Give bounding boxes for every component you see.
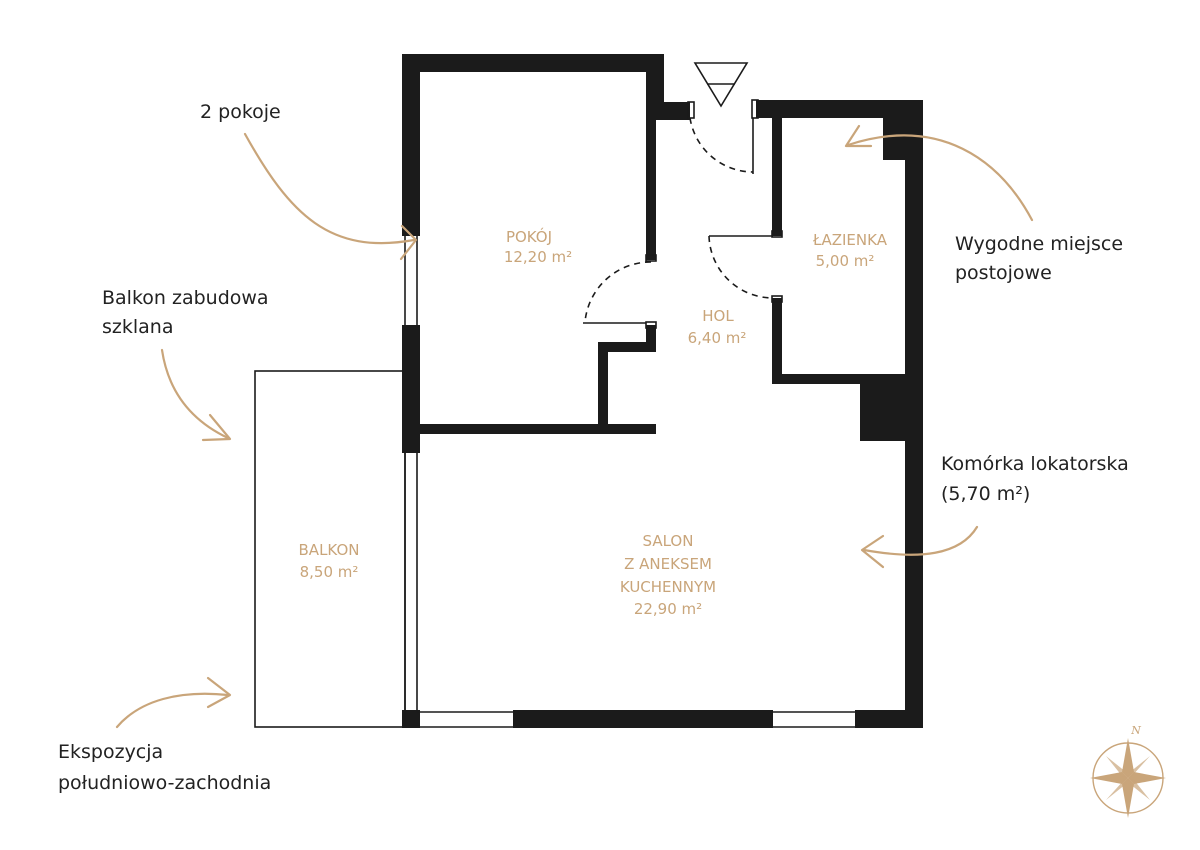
arrow-balcony <box>160 348 230 440</box>
room-lazienka-area: 5,00 m² <box>816 252 875 270</box>
arrow-rooms <box>243 132 416 245</box>
callout-exposure-line-2: południowo-zachodnia <box>58 772 271 794</box>
callout-exposure-line-1: Ekspozycja <box>58 741 163 763</box>
room-hol: HOL 6,40 m² <box>688 307 747 347</box>
callout-rooms-count: 2 pokoje <box>200 101 281 123</box>
callout-parking-line-1: Wygodne miejsce <box>955 233 1123 255</box>
door-jambs <box>645 99 783 329</box>
arrow-exposure <box>115 692 230 729</box>
arrow-storage <box>862 525 979 556</box>
callout-parking-line-2: postojowe <box>955 262 1052 284</box>
room-salon-area: 22,90 m² <box>634 600 702 618</box>
room-hol-area: 6,40 m² <box>688 329 747 347</box>
window-lines <box>402 236 855 728</box>
door-swings <box>583 117 774 324</box>
room-salon-line-1: SALON <box>643 532 694 550</box>
callout-storage-line-1: Komórka lokatorska <box>941 453 1129 475</box>
room-salon: SALON Z ANEKSEM KUCHENNYM 22,90 m² <box>620 532 716 618</box>
callout-balcony-line-2: szklana <box>102 316 173 338</box>
callout-balcony-line-1: Balkon zabudowa <box>102 287 269 309</box>
compass-icon: N <box>1090 724 1166 818</box>
room-pokoj-area: 12,20 m² <box>504 248 572 266</box>
arrow-storage-head <box>860 534 885 569</box>
arrow-exposure-head <box>206 676 232 709</box>
outer-walls <box>402 54 923 728</box>
interior-walls <box>420 72 905 441</box>
compass-north-label: N <box>1130 724 1141 737</box>
arrow-parking-head <box>844 124 873 148</box>
room-pokoj-name: POKÓJ <box>506 227 552 246</box>
room-salon-line-3: KUCHENNYM <box>620 578 716 596</box>
room-salon-line-2: Z ANEKSEM <box>624 555 712 573</box>
arrow-parking <box>846 134 1034 222</box>
room-pokoj: POKÓJ 12,20 m² <box>504 227 572 266</box>
entrance-marker <box>693 62 749 108</box>
room-balkon-area: 8,50 m² <box>300 563 359 581</box>
arrow-rooms-head <box>399 224 418 261</box>
arrow-balcony-head <box>201 413 232 442</box>
callout-arrows <box>115 124 1034 729</box>
callout-storage-line-2: (5,70 m²) <box>941 483 1030 505</box>
room-balkon: BALKON 8,50 m² <box>299 541 360 581</box>
room-hol-name: HOL <box>702 307 734 325</box>
room-lazienka-name: ŁAZIENKA <box>812 231 888 249</box>
room-balkon-name: BALKON <box>299 541 360 559</box>
room-lazienka: ŁAZIENKA 5,00 m² <box>812 231 888 270</box>
